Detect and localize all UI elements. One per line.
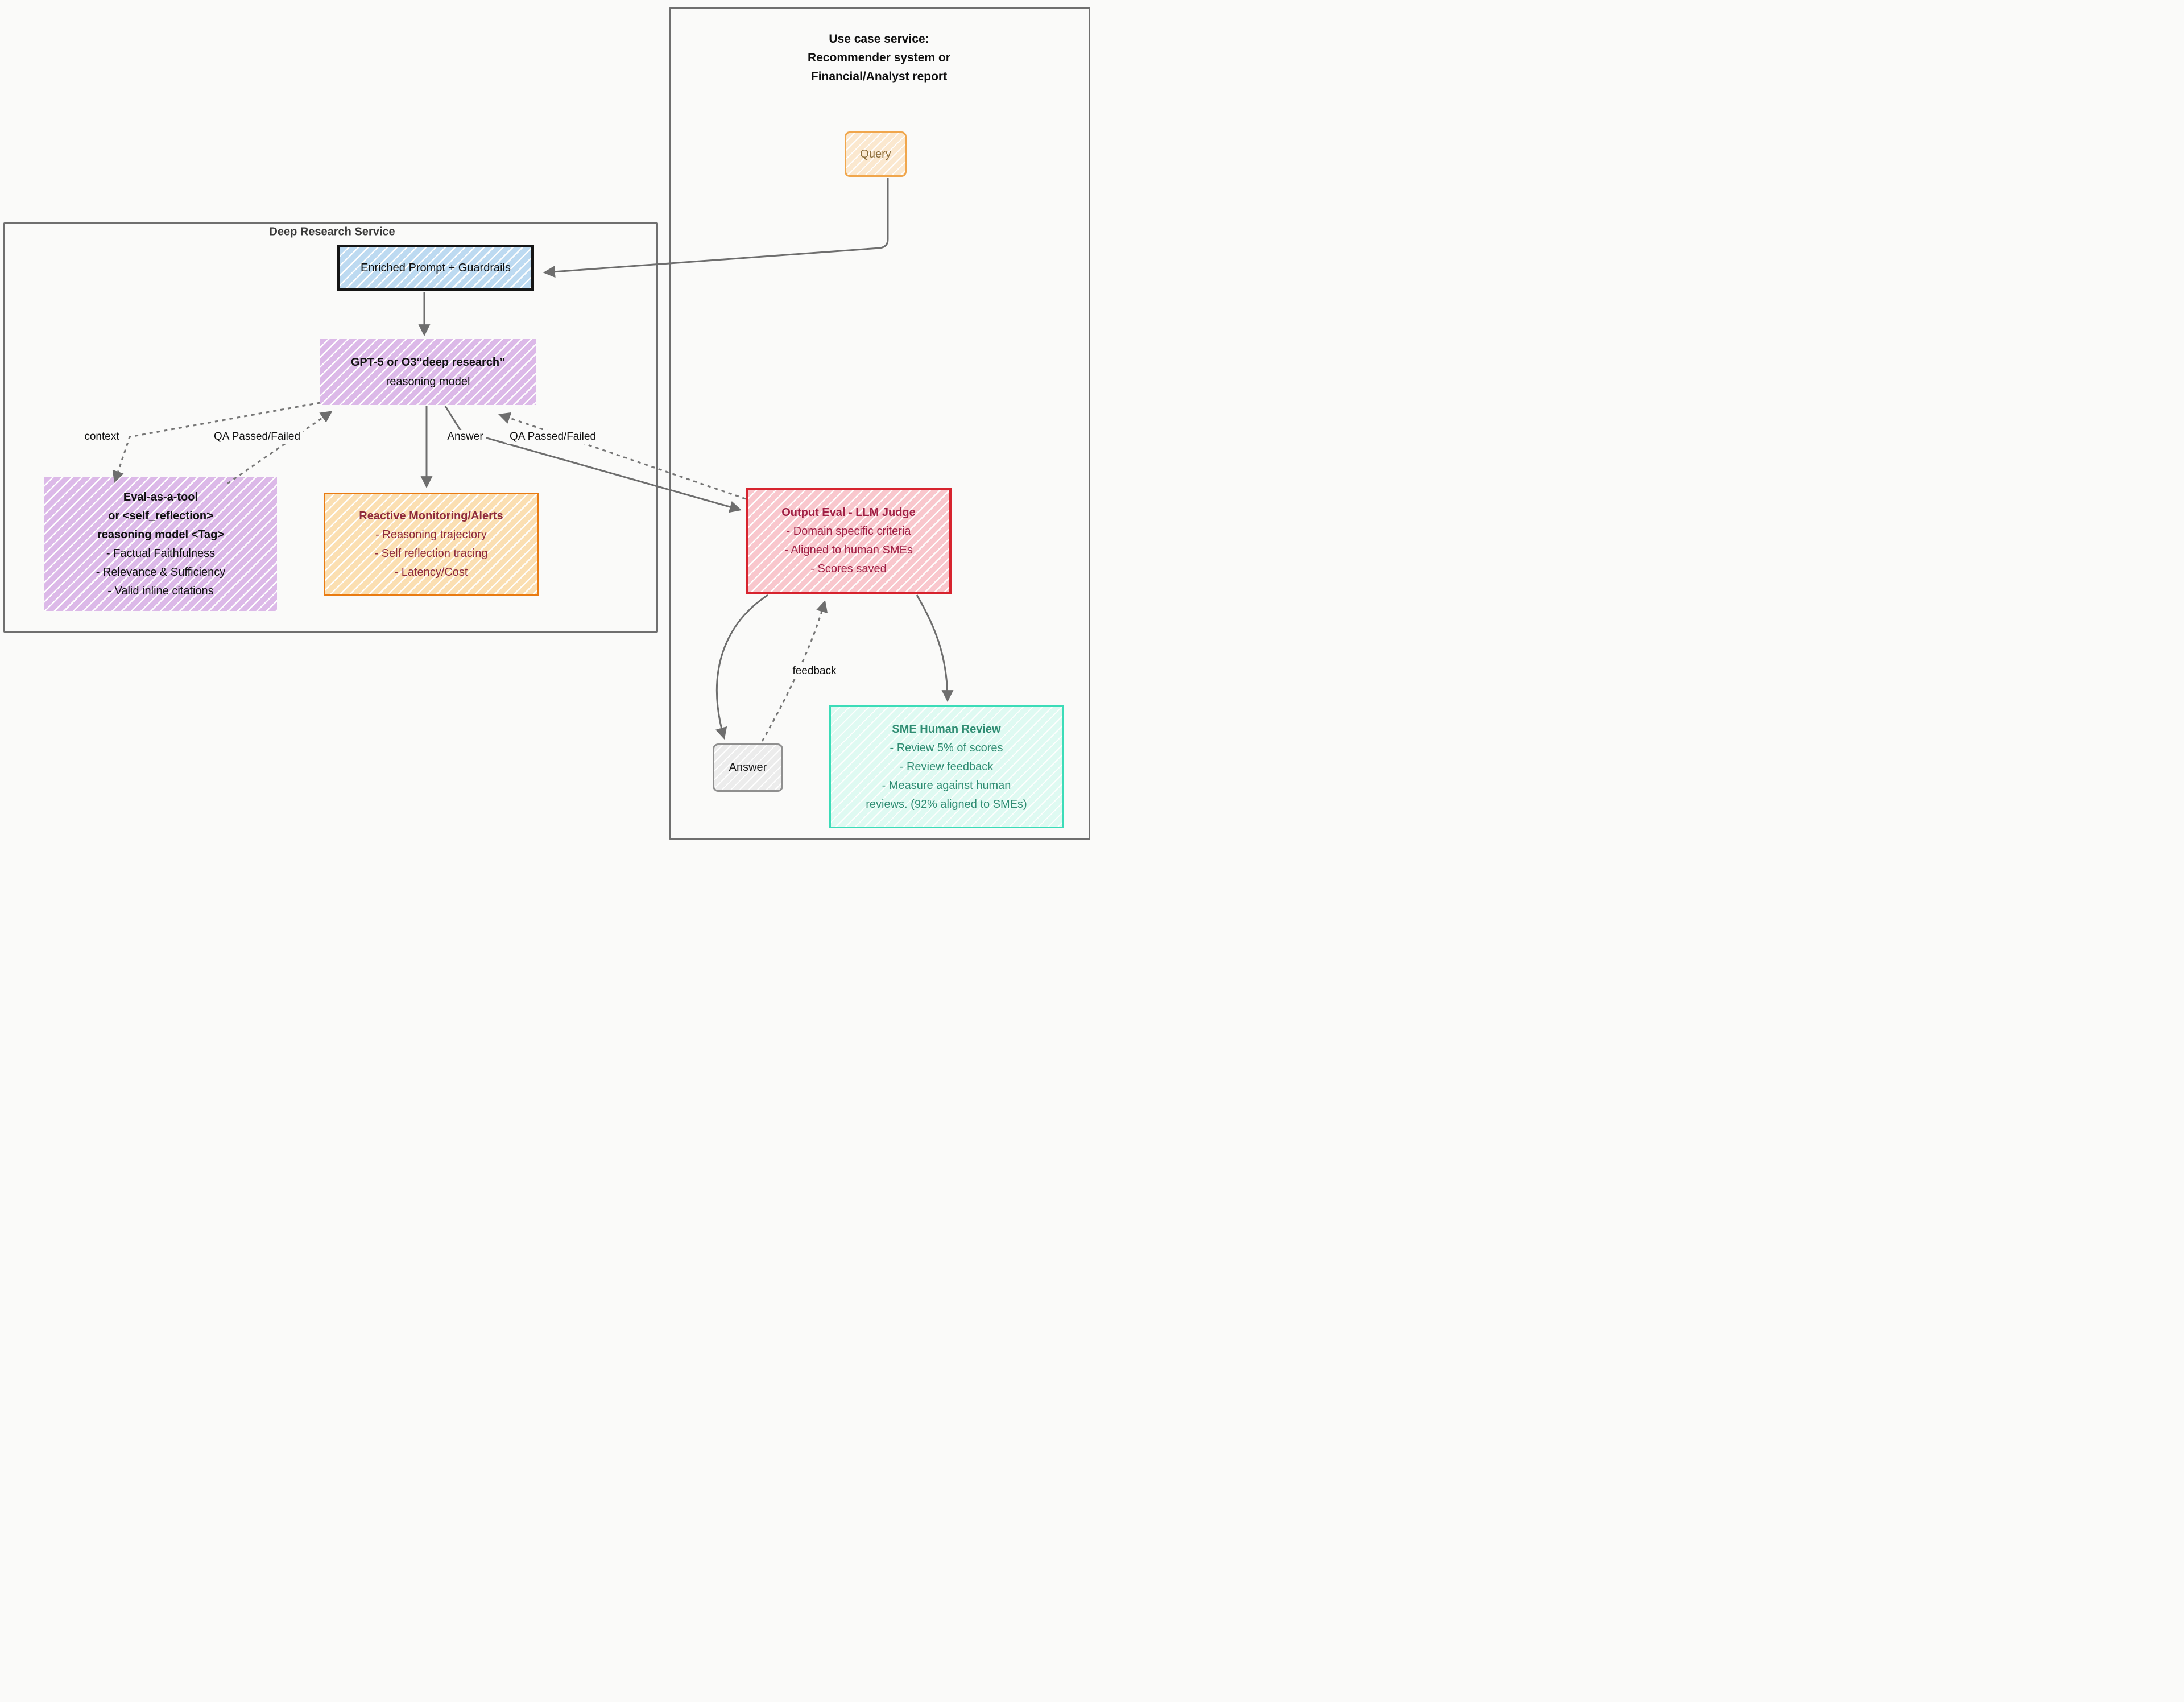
reasoning-model-subtitle: reasoning model bbox=[386, 375, 470, 388]
edge-label-qa-passed-failed-right: QA Passed/Failed bbox=[506, 430, 599, 444]
sme-review-item: reviews. (92% aligned to SMEs) bbox=[866, 798, 1027, 811]
reactive-monitoring-node: Reactive Monitoring/Alerts - Reasoning t… bbox=[324, 493, 539, 596]
eval-item: - Relevance & Sufficiency bbox=[96, 565, 226, 579]
diagram-canvas: Deep Research Service Use case service: … bbox=[0, 0, 1092, 851]
use-case-service-title: Use case service: Recommender system or … bbox=[669, 30, 1089, 86]
query-node: Query bbox=[845, 131, 907, 177]
output-eval-item: - Aligned to human SMEs bbox=[784, 544, 913, 556]
output-eval-item: - Scores saved bbox=[810, 563, 887, 575]
use-case-title-line: Financial/Analyst report bbox=[810, 70, 948, 83]
reasoning-model-node: GPT-5 or O3“deep research” reasoning mod… bbox=[320, 339, 536, 405]
eval-as-a-tool-node: Eval-as-a-tool or <self_reflection> reas… bbox=[44, 477, 277, 611]
enriched-prompt-label: Enriched Prompt + Guardrails bbox=[360, 261, 511, 274]
output-eval-item: - Domain specific criteria bbox=[786, 525, 911, 538]
use-case-title-line: Use case service: bbox=[829, 32, 929, 46]
answer-node-label: Answer bbox=[729, 761, 767, 774]
reactive-monitoring-item: - Reasoning trajectory bbox=[375, 528, 487, 541]
sme-review-item: - Review feedback bbox=[899, 760, 994, 773]
use-case-title-line: Recommender system or bbox=[808, 51, 950, 64]
reasoning-model-title: GPT-5 or O3“deep research” bbox=[350, 356, 506, 369]
sme-review-item: - Measure against human bbox=[882, 779, 1011, 792]
output-eval-title: Output Eval - LLM Judge bbox=[781, 506, 916, 519]
eval-title-line: reasoning model <Tag> bbox=[97, 528, 225, 541]
reactive-monitoring-item: - Self reflection tracing bbox=[374, 547, 488, 560]
edge-label-qa-passed-failed-left: QA Passed/Failed bbox=[210, 430, 304, 444]
edge-label-feedback: feedback bbox=[789, 664, 839, 678]
output-eval-llm-judge-node: Output Eval - LLM Judge - Domain specifi… bbox=[746, 488, 952, 594]
eval-item: - Valid inline citations bbox=[107, 584, 214, 597]
sme-review-item: - Review 5% of scores bbox=[890, 741, 1003, 754]
answer-node: Answer bbox=[713, 743, 783, 792]
eval-title-line: or <self_reflection> bbox=[108, 509, 213, 522]
query-label: Query bbox=[860, 147, 891, 160]
eval-item: - Factual Faithfulness bbox=[106, 547, 216, 560]
sme-human-review-node: SME Human Review - Review 5% of scores -… bbox=[829, 705, 1064, 828]
edge-label-context: context bbox=[81, 430, 122, 444]
edge-label-answer: Answer bbox=[444, 430, 486, 444]
reactive-monitoring-item: - Latency/Cost bbox=[394, 566, 468, 579]
deep-research-service-title: Deep Research Service bbox=[269, 225, 395, 238]
reactive-monitoring-title: Reactive Monitoring/Alerts bbox=[359, 510, 503, 522]
enriched-prompt-node: Enriched Prompt + Guardrails bbox=[337, 245, 534, 291]
eval-title-line: Eval-as-a-tool bbox=[123, 490, 198, 503]
sme-review-title: SME Human Review bbox=[892, 722, 1001, 736]
